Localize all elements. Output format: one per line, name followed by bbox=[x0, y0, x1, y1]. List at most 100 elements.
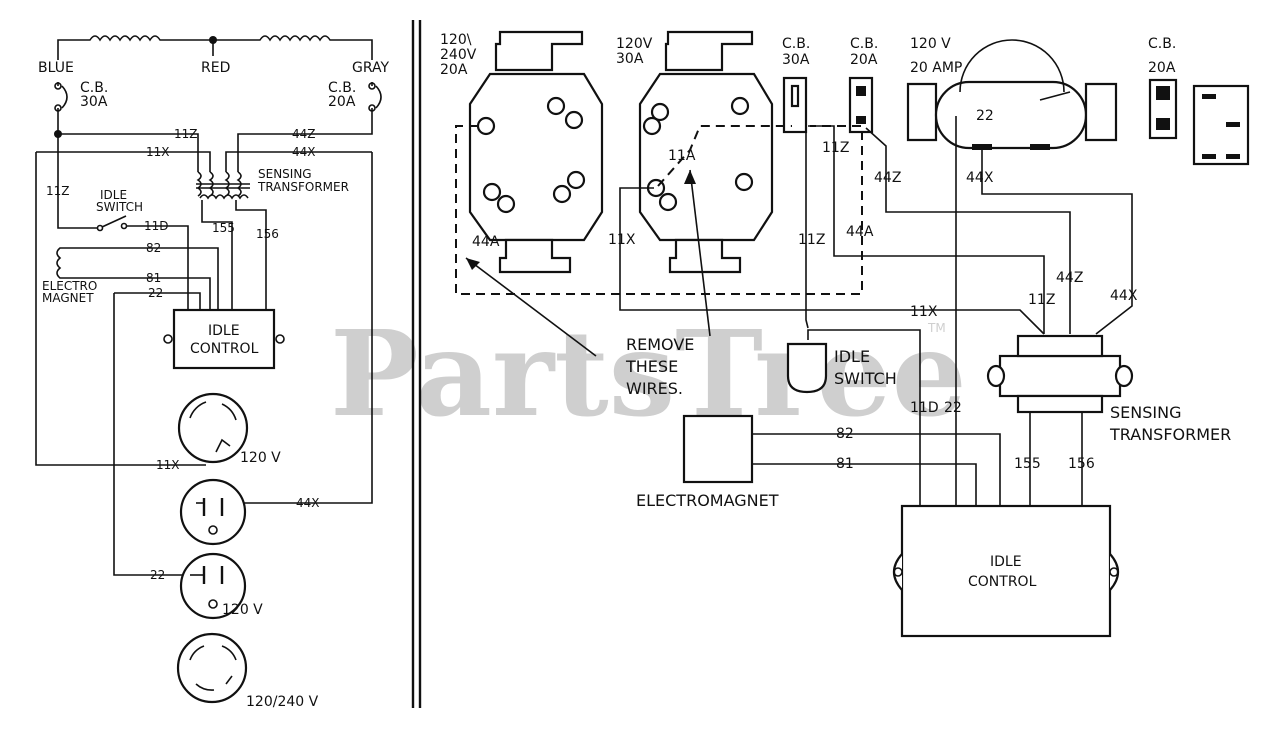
idle-switch-label-2: SWITCH bbox=[96, 200, 143, 214]
wire-44a-mid: 44A bbox=[846, 224, 874, 240]
idle-switch-body bbox=[786, 342, 828, 394]
removed-wires bbox=[455, 125, 863, 295]
volt-120-240: 120/240 V bbox=[246, 694, 319, 710]
wire-11x: 11X bbox=[608, 232, 636, 248]
label-gray: GRAY bbox=[352, 60, 389, 76]
wire-82: 82 bbox=[836, 426, 854, 442]
wire-11d: 11D bbox=[144, 219, 169, 233]
left-wires bbox=[35, 118, 373, 576]
idle-switch-label-2: SWITCH bbox=[834, 369, 897, 388]
rec1-label-2: 240V bbox=[440, 47, 477, 63]
duplex-receptacle-lower bbox=[179, 552, 247, 620]
idle-control-label-1: IDLE bbox=[990, 554, 1022, 570]
wire-44z-right: 44Z bbox=[1056, 270, 1083, 286]
wire-11x-low: 11X bbox=[156, 458, 180, 472]
receptacle-120v-30a bbox=[638, 30, 774, 274]
rec2-label-2: 30A bbox=[616, 51, 644, 67]
wire-11x-top: 11X bbox=[146, 145, 170, 159]
wire-11z-top: 11Z bbox=[174, 127, 198, 141]
wire-22-low: 22 bbox=[150, 568, 165, 582]
left-schematic: BLUE RED GRAY C.B. 30A C.B. 20A bbox=[35, 35, 389, 710]
breaker-20a-b bbox=[1148, 78, 1178, 140]
remove-pointers bbox=[465, 169, 711, 357]
wire-156: 156 bbox=[1068, 456, 1095, 472]
wire-44z-top: 44Z bbox=[292, 127, 316, 141]
wire-11z-top: 11Z bbox=[822, 140, 849, 156]
idle-control-label-2: CONTROL bbox=[190, 341, 259, 357]
receptacle-120-240v bbox=[468, 30, 604, 274]
sensing-label-2: TRANSFORMER bbox=[1109, 425, 1231, 444]
idle-switch-label-1: IDLE bbox=[834, 347, 870, 366]
wire-22-top: 22 bbox=[976, 108, 994, 124]
wire-82: 82 bbox=[146, 241, 161, 255]
wire-44x-top: 44X bbox=[966, 170, 994, 186]
wire-44x-top: 44X bbox=[292, 145, 316, 159]
idle-control-label-1: IDLE bbox=[208, 323, 240, 339]
rec1-label-1: 120\ bbox=[440, 32, 472, 48]
wire-11d: 11D bbox=[910, 400, 939, 416]
cb20-title: C.B. bbox=[328, 80, 356, 96]
rcb20-title: C.B. bbox=[850, 36, 878, 52]
receptacle-plate bbox=[1192, 84, 1250, 166]
electro-label-2: MAGNET bbox=[42, 291, 94, 305]
twist-lock-120v-20amp bbox=[906, 39, 1118, 150]
watermark: PartsTree bbox=[330, 304, 967, 443]
sensing-transformer bbox=[986, 334, 1134, 414]
label-blue: BLUE bbox=[38, 60, 74, 76]
section-divider bbox=[411, 20, 422, 708]
idle-switch-symbol bbox=[96, 215, 128, 232]
circuit-breaker-30a bbox=[54, 82, 68, 118]
wire-155: 155 bbox=[1014, 456, 1041, 472]
electromagnet-box bbox=[682, 414, 754, 484]
wire-81: 81 bbox=[836, 456, 854, 472]
breaker-30a bbox=[782, 76, 808, 134]
volt-120-b: 120 V bbox=[222, 602, 263, 618]
right-wiring: 120\ 240V 20A 120V 30A bbox=[440, 30, 1250, 638]
circuit-breaker-20a bbox=[368, 82, 382, 120]
idle-control-box bbox=[892, 504, 1120, 638]
wire-156: 156 bbox=[256, 227, 279, 241]
wire-44z-top: 44Z bbox=[874, 170, 901, 186]
rec1-label-3: 20A bbox=[440, 62, 468, 78]
cb30-title: C.B. bbox=[80, 80, 108, 96]
rcb30-title: C.B. bbox=[782, 36, 810, 52]
wire-11a: 11A bbox=[668, 148, 696, 164]
cb20-rating: 20A bbox=[328, 94, 356, 110]
rcb20b-rating: 20A bbox=[1148, 60, 1176, 76]
remove-label-3: WIRES. bbox=[626, 379, 683, 398]
wire-22-mid: 22 bbox=[944, 400, 962, 416]
wire-22: 22 bbox=[148, 286, 163, 300]
wire-44x-right: 44X bbox=[1110, 288, 1138, 304]
twist-lock-receptacle-240 bbox=[176, 632, 248, 704]
cb30-rating: 30A bbox=[80, 94, 108, 110]
sensing-label-1: SENSING bbox=[258, 167, 312, 181]
wire-81: 81 bbox=[146, 271, 161, 285]
volt-120-a: 120 V bbox=[240, 450, 281, 466]
amp-label-1: 120 V bbox=[910, 36, 951, 52]
label-red: RED bbox=[201, 60, 230, 76]
rcb20b-title: C.B. bbox=[1148, 36, 1176, 52]
wire-155: 155 bbox=[212, 221, 235, 235]
wire-11z-side: 11Z bbox=[46, 184, 70, 198]
wire-44x-low: 44X bbox=[296, 496, 320, 510]
idle-switch-label-1: IDLE bbox=[100, 188, 127, 202]
wire-44a-left: 44A bbox=[472, 234, 500, 250]
rcb20-rating: 20A bbox=[850, 52, 878, 68]
sensing-transformer-symbol bbox=[196, 171, 250, 200]
generator-winding bbox=[57, 35, 373, 60]
sensing-label-2: TRANSFORMER bbox=[257, 180, 349, 194]
breaker-20a bbox=[848, 76, 874, 134]
electromagnet-label: ELECTROMAGNET bbox=[636, 491, 779, 510]
idle-control-box bbox=[163, 308, 285, 370]
amp-label-2: 20 AMP bbox=[910, 60, 962, 76]
watermark-tm: TM bbox=[927, 321, 946, 335]
remove-label-2: THESE bbox=[625, 357, 678, 376]
wire-11z-mid: 11Z bbox=[798, 232, 825, 248]
sensing-label-1: SENSING bbox=[1110, 403, 1181, 422]
electro-label-1: ELECTRO bbox=[42, 279, 97, 293]
rcb30-rating: 30A bbox=[782, 52, 810, 68]
idle-control-label-2: CONTROL bbox=[968, 574, 1037, 590]
electro-magnet-coil bbox=[56, 247, 70, 279]
